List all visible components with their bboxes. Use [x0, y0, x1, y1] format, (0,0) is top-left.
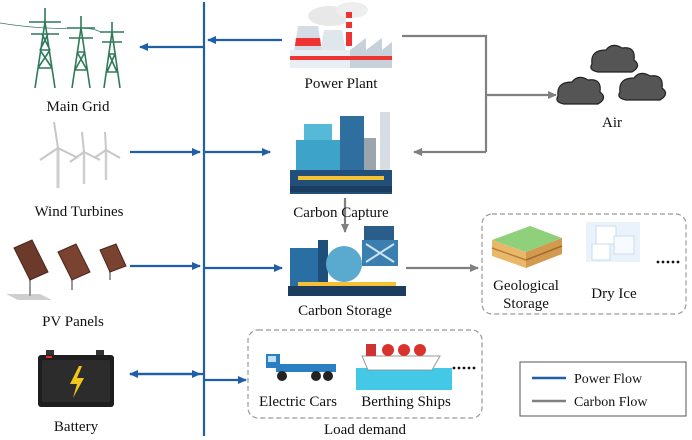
dots-icon [656, 260, 680, 264]
battery-icon [38, 350, 114, 407]
carbon-flow-lines [341, 34, 557, 272]
geological-storage-icon [491, 226, 563, 268]
carbon-storage-icon [288, 226, 406, 296]
dots-icon-load [452, 366, 476, 370]
legend-carbon-flow-label: Carbon Flow [574, 395, 648, 410]
carbon-capture-icon [290, 112, 392, 194]
geological-storage-label-line1: Geological [493, 278, 559, 294]
load-demand-box [247, 329, 483, 419]
legend-power-flow-label: Power Flow [574, 372, 643, 387]
power-plant-label: Power Plant [305, 76, 379, 92]
power-flow-lines [129, 2, 283, 436]
carbon-utilization-box [481, 213, 687, 315]
electric-cars-label: Electric Cars [259, 394, 337, 410]
wind-turbine-icon [39, 121, 121, 188]
pv-panel-icon [6, 239, 127, 300]
berthing-ships-label: Berthing Ships [361, 394, 451, 410]
berthing-ship-icon [356, 344, 452, 390]
carbon-plant-to-junction [402, 34, 488, 152]
load-demand-label: Load demand [324, 422, 407, 438]
pv-panels-label: PV Panels [42, 314, 104, 330]
transmission-tower-icon [0, 8, 124, 89]
main-grid-label: Main Grid [47, 99, 110, 115]
electric-car-icon [266, 354, 336, 381]
cloud-icon [556, 44, 667, 105]
geological-storage-label-line2: Storage [503, 296, 549, 312]
wind-turbines-label: Wind Turbines [35, 204, 124, 220]
battery-label: Battery [54, 419, 99, 435]
dry-ice-icon [586, 222, 640, 262]
dry-ice-label: Dry Ice [591, 286, 637, 302]
air-label: Air [602, 115, 622, 131]
legend-box [519, 361, 687, 417]
carbon-capture-label: Carbon Capture [293, 205, 389, 221]
carbon-storage-label: Carbon Storage [298, 303, 392, 319]
power-plant-icon [290, 2, 392, 68]
